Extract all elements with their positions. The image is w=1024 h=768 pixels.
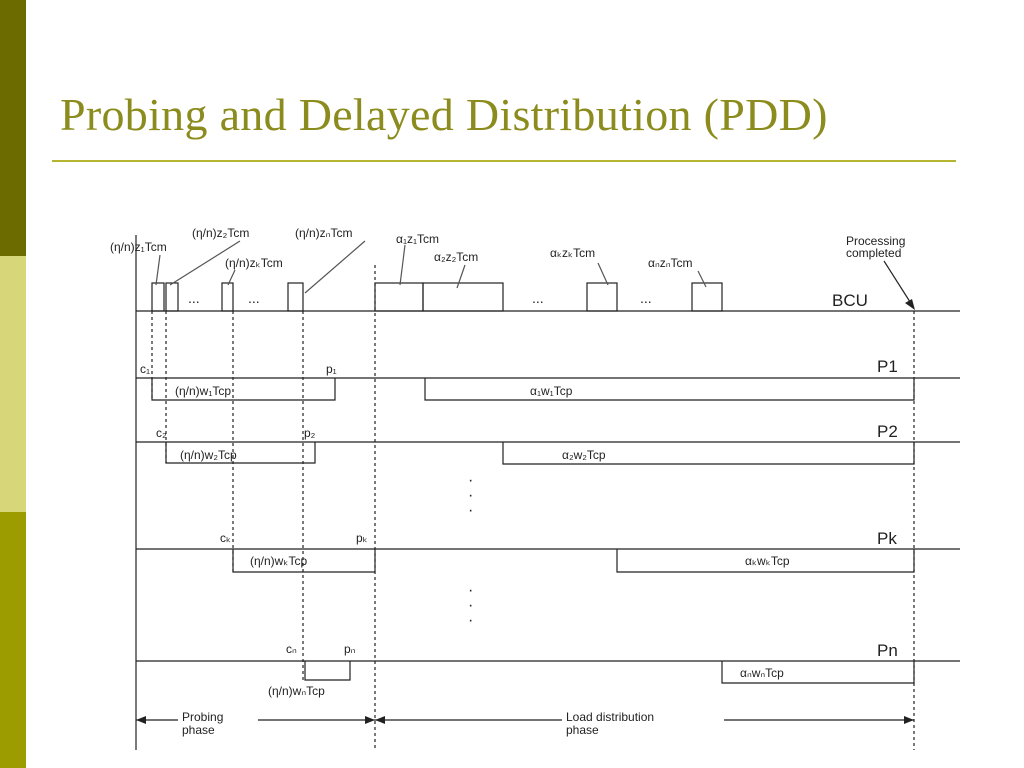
marker-p2: p₂ <box>304 426 316 440</box>
processing-completed-line2: completed <box>846 246 901 260</box>
p2-dist-label: α₂w₂Tcp <box>562 448 606 462</box>
distribution-phase-label-2: phase <box>566 723 599 737</box>
leader-zk <box>227 269 236 286</box>
row-ellipsis-2: · <box>468 582 473 599</box>
row-ellipsis-2c: · <box>468 612 473 629</box>
sidebar-accent-bar <box>0 0 26 768</box>
p1-dist-label: α₁w₁Tcp <box>530 384 573 398</box>
row-label-pk: Pk <box>877 529 897 548</box>
processing-completed-arrowhead <box>905 299 915 310</box>
sidebar-accent-top <box>0 0 26 256</box>
p2-probe-label: (η/n)w₂Tcp <box>180 448 237 462</box>
marker-p1: p₁ <box>326 362 337 376</box>
marker-pk: pₖ <box>356 531 368 545</box>
label-probe-comm-z1: (η/n)z₁Tcm <box>110 240 167 254</box>
p2-probe-compute <box>165 442 316 464</box>
marker-c1: c₁ <box>140 362 150 376</box>
slide-title: Probing and Delayed Distribution (PDD) <box>60 89 828 140</box>
pn-probe-compute <box>304 661 351 681</box>
label-probe-comm-z2: (η/n)z₂Tcm <box>192 226 249 240</box>
marker-c2: c₂ <box>156 426 167 440</box>
bcu-ellipsis-3: ... <box>532 290 544 306</box>
bcu-dist-block-1 <box>374 282 424 312</box>
probing-label-bg <box>178 710 258 740</box>
processing-completed-arrow <box>883 260 913 306</box>
distribution-arrow-left <box>375 716 385 724</box>
bcu-probe-block-2 <box>165 282 179 312</box>
row-ellipsis-1b: · <box>468 487 473 504</box>
marker-cn: cₙ <box>286 642 297 656</box>
pk-dist-compute <box>616 549 915 573</box>
probing-arrow-left <box>136 716 146 724</box>
row-ellipsis-1c: · <box>468 502 473 519</box>
pn-dist-label: αₙwₙTcp <box>740 666 784 680</box>
label-probe-comm-zk: (η/n)zₖTcm <box>225 256 283 270</box>
row-label-bcu: BCU <box>832 291 868 310</box>
leader-z2 <box>169 240 241 286</box>
label-dist-comm-an: αₙzₙTcm <box>648 256 693 270</box>
bcu-dist-block-2 <box>422 282 504 312</box>
bcu-dist-block-n <box>691 282 723 312</box>
probing-phase-label-1: Probing <box>182 710 223 724</box>
label-dist-comm-a1: α₁z₁Tcm <box>396 232 439 246</box>
processing-completed-line1: Processing <box>846 234 905 248</box>
marker-ck: cₖ <box>220 531 231 545</box>
sidebar-accent-middle <box>0 256 26 512</box>
bcu-ellipsis-4: ... <box>640 290 652 306</box>
leader-a2 <box>456 264 466 289</box>
marker-pn: pₙ <box>344 642 356 656</box>
bcu-probe-block-1 <box>151 282 165 312</box>
sidebar-accent-bottom <box>0 512 26 768</box>
row-label-p2: P2 <box>877 422 898 441</box>
row-ellipsis-2b: · <box>468 597 473 614</box>
label-probe-comm-zn: (η/n)zₙTcm <box>295 226 352 240</box>
leader-zn <box>304 240 366 294</box>
probing-phase-label-2: phase <box>182 723 215 737</box>
probing-arrow-right <box>365 716 375 724</box>
row-label-pn: Pn <box>877 641 898 660</box>
pn-probe-label: (η/n)wₙTcp <box>268 684 325 698</box>
p2-dist-compute <box>502 442 915 465</box>
distribution-label-bg <box>562 710 724 740</box>
p1-dist-compute <box>424 378 915 401</box>
bcu-ellipsis-1: ... <box>188 290 200 306</box>
leader-an <box>697 270 707 288</box>
bcu-probe-block-n <box>287 282 304 312</box>
pk-dist-label: αₖwₖTcp <box>745 554 790 568</box>
leader-z1 <box>155 254 161 286</box>
pk-probe-label: (η/n)wₖTcp <box>250 554 307 568</box>
title-underline <box>52 160 956 162</box>
bcu-probe-block-k <box>221 282 234 312</box>
bcu-dist-block-k <box>586 282 618 312</box>
distribution-phase-label-1: Load distribution <box>566 710 654 724</box>
row-ellipsis-1: · <box>468 472 473 489</box>
bcu-ellipsis-2: ... <box>248 290 260 306</box>
row-label-p1: P1 <box>877 357 898 376</box>
p1-probe-label: (η/n)w₁Tcp <box>175 384 231 398</box>
distribution-arrow-right <box>904 716 914 724</box>
leader-a1 <box>399 244 406 286</box>
label-dist-comm-a2: α₂z₂Tcm <box>434 250 478 264</box>
leader-ak <box>597 262 609 286</box>
pdd-timing-diagram: BCU ... ... ... ... (η/n)z₁Tcm (η/n)z₂Tc… <box>110 226 960 750</box>
label-dist-comm-ak: αₖzₖTcm <box>550 246 595 260</box>
